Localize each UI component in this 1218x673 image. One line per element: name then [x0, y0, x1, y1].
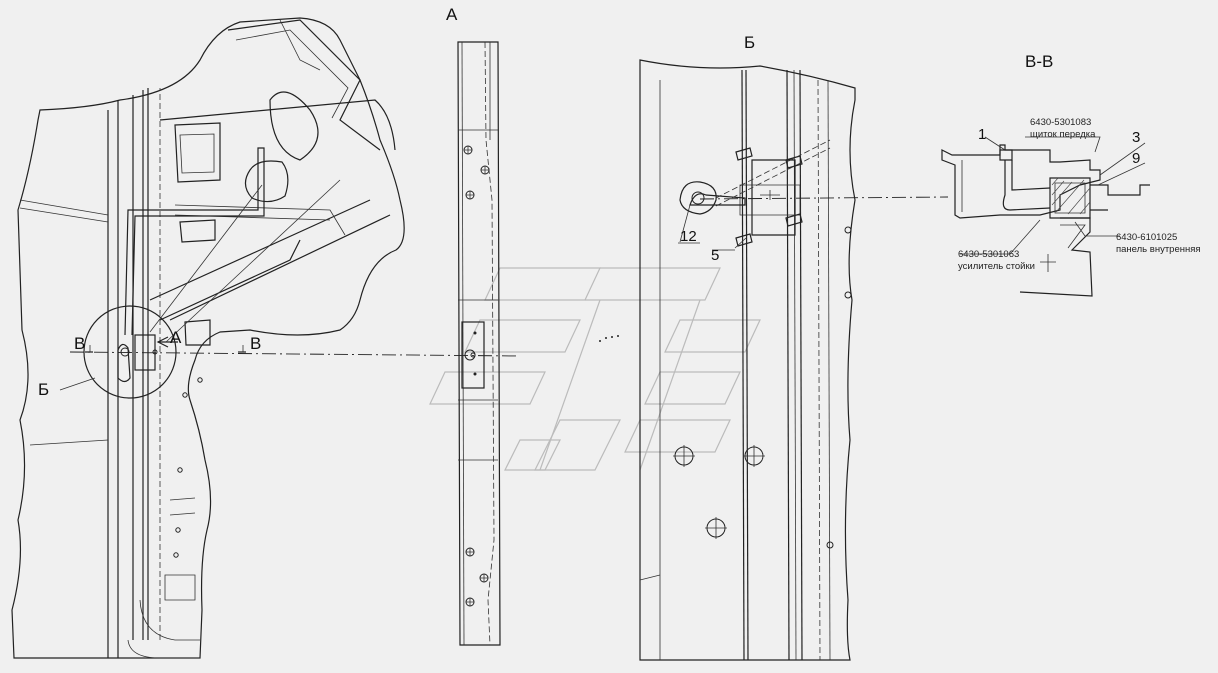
section-vv — [941, 136, 1150, 297]
callout-3: 3 — [1132, 129, 1140, 146]
view-b — [599, 59, 856, 661]
section-mark-right: В — [250, 334, 261, 353]
view-a-holes — [463, 145, 490, 607]
callout-9: 9 — [1132, 150, 1140, 167]
part-3-name: панель внутренняя — [1116, 244, 1201, 255]
view-b-title: Б — [744, 33, 755, 52]
section-vv-title: В-В — [1025, 52, 1053, 71]
callout-12: 12 — [680, 228, 697, 245]
view-a-title: А — [446, 5, 458, 24]
part-2-code: 6430-5301063 — [958, 249, 1019, 260]
part-1-name: щиток передка — [1030, 129, 1096, 140]
main-view — [11, 17, 405, 659]
part-2-name: усилитель стойки — [958, 261, 1035, 272]
callout-1: 1 — [978, 126, 986, 143]
section-line-right — [699, 196, 949, 200]
section-mark-left: В — [74, 334, 85, 353]
view-a — [457, 41, 501, 646]
view-a-arrow-label: А — [170, 328, 182, 347]
callout-5: 5 — [711, 247, 719, 264]
part-1-code: 6430-5301083 — [1030, 117, 1091, 128]
section-hatching — [1051, 177, 1091, 215]
detail-b-callout: Б — [38, 380, 49, 399]
watermark-logo — [429, 267, 761, 471]
part-3-code: 6430-6101025 — [1116, 232, 1177, 243]
section-line-left — [69, 351, 521, 357]
